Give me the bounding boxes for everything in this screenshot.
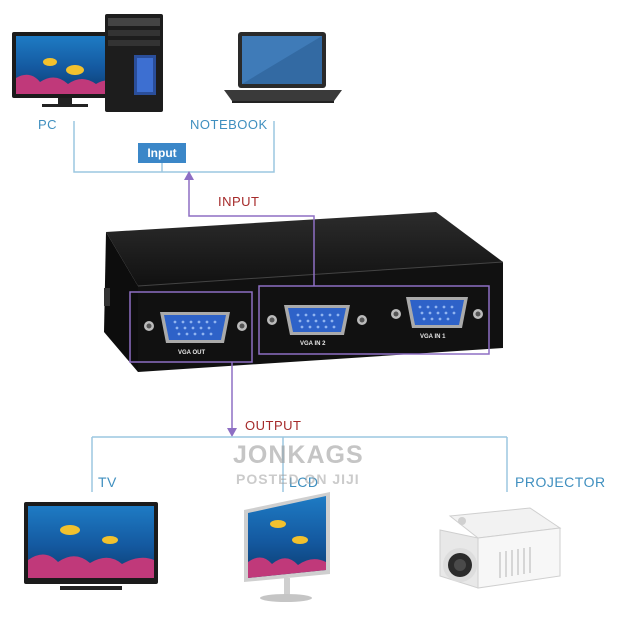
vga-in-1-port: [391, 297, 483, 328]
tv-label: TV: [98, 474, 117, 490]
output-arrow: [227, 362, 237, 437]
lcd-label: LCD: [289, 474, 319, 490]
tv-icon: [24, 502, 158, 590]
lcd-monitor-icon: [244, 492, 330, 602]
vga-in-2-port-label: VGA IN 2: [300, 341, 326, 347]
output-arrow-label: OUTPUT: [245, 418, 302, 433]
output-connector-lines: [91, 436, 508, 492]
vga-in-1-port-label: VGA IN 1: [420, 334, 446, 340]
port-highlight-frames: [129, 285, 490, 363]
pc-monitor-icon: [12, 32, 118, 107]
projector-label: PROJECTOR: [515, 474, 606, 490]
notebook-label: NOTEBOOK: [190, 117, 268, 132]
vga-out-port: [144, 312, 247, 343]
pc-label: PC: [38, 117, 58, 132]
input-connector-lines: [73, 121, 275, 173]
notebook-icon: [224, 32, 342, 103]
input-arrow-label: INPUT: [218, 194, 260, 209]
vga-in-2-port: [267, 305, 367, 335]
pc-tower-icon: [105, 14, 163, 112]
input-badge: Input: [138, 143, 186, 163]
input-arrow: [184, 171, 315, 286]
watermark-subtitle: POSTED ON JIJI: [236, 471, 360, 487]
watermark-title: JONKAGS: [233, 441, 364, 469]
vga-out-port-label: VGA OUT: [178, 350, 206, 356]
projector-icon: [439, 507, 562, 589]
